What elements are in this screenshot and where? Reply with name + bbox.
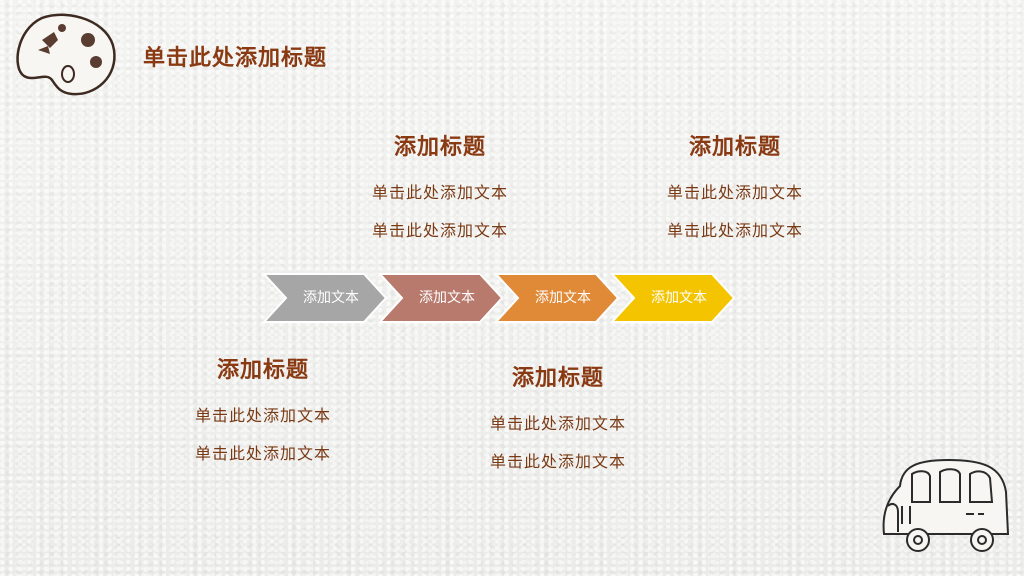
chevron-shape-icon — [378, 273, 504, 323]
block-line: 单击此处添加文本 — [194, 444, 331, 463]
block-title: 添加标题 — [393, 135, 486, 160]
chevron-step-2[interactable]: 添加文本 — [378, 272, 506, 324]
page-title: 单击此处添加标题 — [143, 46, 328, 71]
chevron-step-1[interactable]: 添加文本 — [262, 272, 390, 324]
chevron-shape-icon — [494, 273, 620, 323]
block-line: 单击此处添加文本 — [666, 183, 803, 202]
chevron-step-label: 添加文本 — [535, 290, 591, 306]
chevron-step-label: 添加文本 — [303, 290, 359, 306]
block-line: 单击此处添加文本 — [371, 221, 508, 240]
text-block-4: 添加标题 单击此处添加文本 单击此处添加文本 — [438, 363, 678, 481]
block-title: 添加标题 — [688, 135, 781, 160]
block-line: 单击此处添加文本 — [371, 183, 508, 202]
block-title: 添加标题 — [216, 358, 309, 383]
block-line: 单击此处添加文本 — [489, 414, 626, 433]
chevron-step-4[interactable]: 添加文本 — [610, 272, 738, 324]
text-block-1: 添加标题 单击此处添加文本 单击此处添加文本 — [320, 132, 560, 250]
palette-icon — [12, 10, 117, 100]
block-title: 添加标题 — [511, 366, 604, 391]
chevron-step-3[interactable]: 添加文本 — [494, 272, 622, 324]
block-line: 单击此处添加文本 — [489, 452, 626, 471]
block-line: 单击此处添加文本 — [194, 406, 331, 425]
block-line: 单击此处添加文本 — [666, 221, 803, 240]
chevron-step-label: 添加文本 — [651, 290, 707, 306]
text-block-3: 添加标题 单击此处添加文本 单击此处添加文本 — [143, 355, 383, 473]
chevron-step-label: 添加文本 — [419, 290, 475, 306]
bus-icon — [878, 456, 1014, 556]
chevron-process: 添加文本 添加文本 添加文本 添加文本 — [262, 272, 744, 324]
chevron-shape-icon — [610, 273, 736, 323]
text-block-2: 添加标题 单击此处添加文本 单击此处添加文本 — [615, 132, 855, 250]
chevron-shape-icon — [262, 273, 388, 323]
